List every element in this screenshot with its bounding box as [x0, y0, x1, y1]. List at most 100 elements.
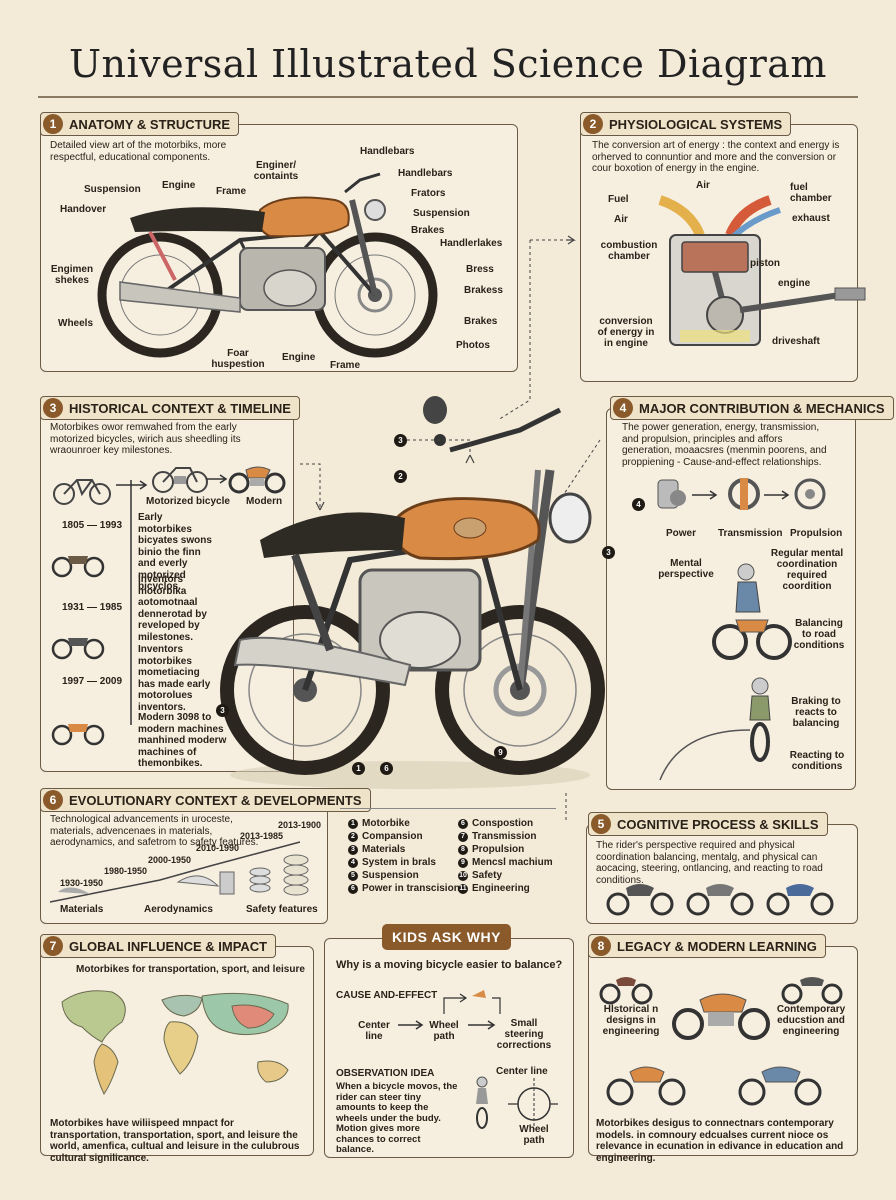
- mechanics-tag: 4 MAJOR CONTRIBUTION & MECHANICS: [610, 396, 894, 420]
- kids-title: KIDS ASK WHY: [382, 924, 511, 950]
- arrow-to-motorized: [116, 480, 148, 490]
- arrow-transmission-propulsion: [764, 490, 790, 500]
- kids-wheel-path-1: Wheel path: [429, 1020, 459, 1042]
- vintage-bike-3-icon: [51, 724, 105, 746]
- label-braking: Braking to reacts to balancing: [791, 696, 841, 729]
- label-materials: Materials: [60, 904, 104, 915]
- history-tag: 3 HISTORICAL CONTEXT & TIMELINE: [40, 396, 300, 420]
- label-wheels: Wheels: [58, 318, 94, 329]
- global-subtitle: Motorbikes for transportation, sport, an…: [76, 964, 305, 975]
- fuel-tank: [257, 196, 350, 238]
- central-motorbike-illustration: [220, 396, 605, 789]
- legacy-tag: 8 LEGACY & MODERN LEARNING: [588, 934, 826, 958]
- evolution-intro: Technological advancements in uroceste, …: [50, 814, 259, 848]
- kids-center-line-1: Center line: [358, 1020, 390, 1042]
- mechanics-intro: The power generation, energy, transmissi…: [622, 422, 827, 468]
- marker-d: 4: [632, 498, 645, 511]
- timeline-text-1: Early motorbikes bicyates swons binio th…: [138, 512, 212, 592]
- physio-label-exhaust: exhaust: [792, 213, 830, 224]
- cognitive-num: 5: [591, 814, 611, 834]
- marker-a: 3: [394, 434, 407, 447]
- label-engine-bottom: Engine: [282, 352, 316, 363]
- kids-observation-text: When a bicycle movos, the rider can stee…: [336, 1081, 458, 1155]
- evolution-year-4: 2010-1990: [196, 843, 240, 853]
- legend-box: [340, 808, 556, 901]
- label-brakes-1: Brakes: [411, 225, 445, 236]
- timeline-text-3: Inventors motorbikes mometiacing has mad…: [138, 644, 211, 713]
- evolution-title: EVOLUTIONARY CONTEXT & DEVELOPMENTS: [69, 792, 362, 808]
- history-timeline-line: [130, 480, 132, 725]
- propulsion-icon: [794, 478, 826, 510]
- cognitive-bikes-illustration: [606, 884, 834, 916]
- mechanics-panel: [606, 408, 856, 790]
- label-handlebars-1: Handlebars: [360, 146, 415, 157]
- cognitive-tag: 5 COGNITIVE PROCESS & SKILLS: [588, 812, 828, 836]
- label-motorized-bicycle: Motorized bicycle: [146, 496, 230, 507]
- power-icon: [657, 479, 686, 509]
- legacy-bikes-illustration: [599, 977, 843, 1106]
- engine-cutaway-illustration: [658, 195, 866, 346]
- anatomy-motorbike-illustration: [97, 172, 438, 358]
- label-bress: Bress: [466, 264, 494, 275]
- central-mirror: [423, 396, 447, 424]
- history-intro: Motorbikes owor remwahed from the early …: [50, 422, 241, 456]
- central-exhaust: [233, 636, 412, 687]
- timeline-text-4: Modern 3098 to modern machines manhined …: [138, 712, 227, 769]
- legacy-text: Motorbikes desigus to connectnars contem…: [596, 1118, 844, 1164]
- central-headlight: [548, 492, 592, 544]
- physio-label-fuel: Fuel: [608, 194, 629, 205]
- kids-panel: [324, 938, 574, 1158]
- central-front-wheel: [435, 605, 605, 775]
- label-engimen-shekes: Engimen shekes: [50, 264, 94, 286]
- label-frame-bottom: Frame: [330, 360, 361, 371]
- rider-braking-illustration: [749, 677, 771, 762]
- kids-observation-title: OBSERVATION IDEA: [336, 1068, 435, 1079]
- vintage-bike-2-icon: [51, 638, 105, 660]
- vintage-bike-1-icon: [51, 556, 105, 578]
- kids-cause-effect-arrows: [398, 990, 501, 1030]
- label-safety-features: Safety features: [246, 904, 318, 915]
- physio-label-fuel-chamber: fuel chamber: [790, 182, 832, 204]
- label-frators: Frators: [411, 188, 446, 199]
- legacy-historical: Hlstorical n designs in engineering: [602, 1004, 660, 1037]
- evolution-tag: 6 EVOLUTIONARY CONTEXT & DEVELOPMENTS: [40, 788, 371, 812]
- kids-bicycle-rider-illustration: [476, 1076, 558, 1130]
- label-propulsion: Propulsion: [790, 528, 843, 539]
- history-title: HISTORICAL CONTEXT & TIMELINE: [69, 400, 291, 416]
- label-mental-perspective: Mental perspective: [658, 558, 714, 580]
- marker-b: 2: [394, 470, 407, 483]
- road-curve: [659, 729, 751, 781]
- physio-label-air-left: Air: [614, 214, 628, 225]
- page-title: Universal Illustrated Science Diagram: [69, 42, 827, 86]
- label-frame-top: Frame: [216, 186, 247, 197]
- label-handlebars-2: Handlebars: [398, 168, 453, 179]
- arrow-to-modern: [206, 474, 228, 484]
- anatomy-intro: Detailed view art of the motorbiks, more…: [50, 140, 227, 163]
- history-num: 3: [43, 398, 63, 418]
- label-foar-huspestion: Foar huspestion: [211, 348, 265, 370]
- label-engine-contains: Enginer/ containts: [253, 160, 299, 182]
- label-reacting: Reacting to conditions: [789, 750, 845, 772]
- timeline-years-2: 1931 — 1985: [62, 602, 123, 613]
- physio-label-air-top: Air: [696, 180, 710, 191]
- cognitive-intro: The rider's perspective required and phy…: [596, 840, 823, 886]
- evolution-year-1: 1930-1950: [60, 878, 104, 888]
- label-handover: Handover: [60, 204, 107, 215]
- exhaust-pipe: [119, 281, 241, 313]
- modern-motorbike-icon: [228, 466, 286, 494]
- physio-num: 2: [583, 114, 603, 134]
- evolution-staircase: [49, 841, 309, 903]
- evolution-num: 6: [43, 790, 63, 810]
- evolution-year-6: 2013-1900: [278, 820, 322, 830]
- evolution-panel: [40, 800, 328, 924]
- world-map-illustration: [61, 990, 289, 1096]
